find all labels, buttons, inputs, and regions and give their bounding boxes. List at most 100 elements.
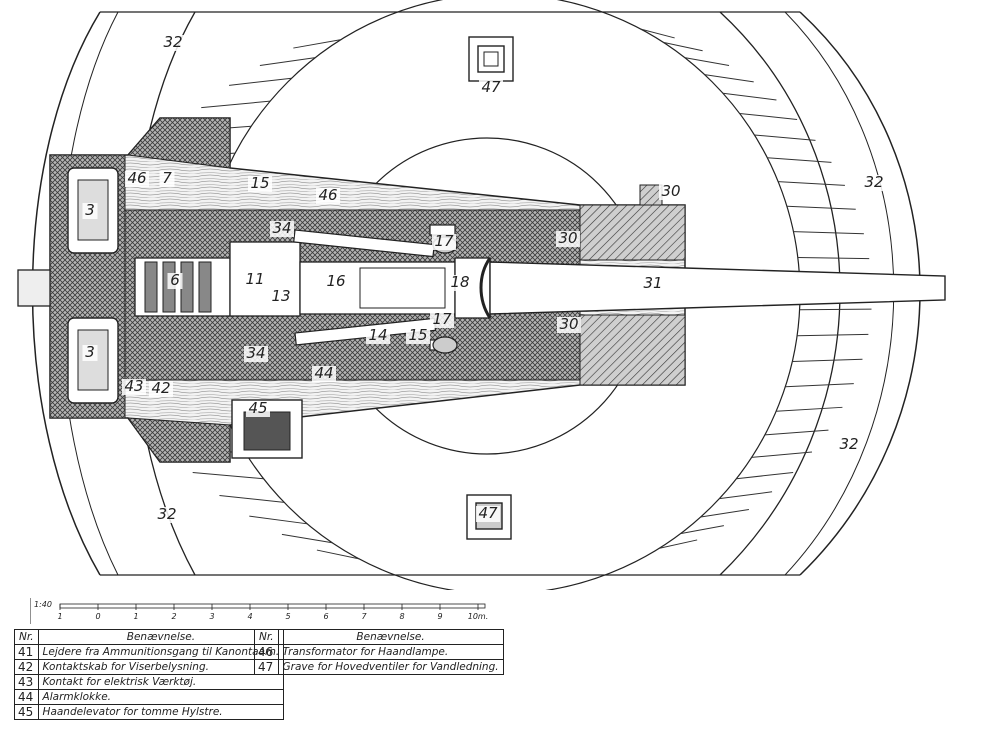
rack-divider — [754, 134, 816, 141]
legend-header-name: Benævnelse. — [37, 629, 285, 645]
rack-divider — [219, 494, 285, 503]
rack-divider — [704, 74, 754, 83]
legend-nr: 42 — [14, 659, 39, 675]
part-number-label: 15 — [250, 174, 269, 192]
scale-ratio: 1:40 — [34, 600, 52, 609]
lift-shaft-inner — [243, 411, 291, 451]
scale-tick-label: 6 — [323, 612, 328, 621]
part-label-bg — [82, 345, 98, 361]
rack-divider — [797, 333, 869, 337]
part-label-bg — [244, 346, 268, 362]
part-label-bg — [122, 379, 146, 395]
part-label-bg — [243, 272, 267, 288]
part-number-label: 6 — [170, 271, 180, 289]
part-number-label: 47 — [481, 78, 501, 96]
rack-divider — [722, 92, 777, 101]
part-number-label: 16 — [326, 272, 345, 290]
legend-text: Haandelevator for tomme Hylstre. — [37, 704, 285, 720]
scale-tick-label: 9 — [437, 612, 442, 621]
rack-divider — [658, 539, 698, 549]
scale-tick-label: 10m. — [468, 612, 489, 621]
legend-nr: 43 — [14, 674, 39, 690]
part-label-bg — [324, 274, 348, 290]
scale-tick-label: 0 — [95, 612, 100, 621]
part-number-label: 42 — [151, 379, 170, 397]
part-label-bg — [556, 231, 580, 247]
part-number-label: 15 — [408, 326, 427, 344]
legend-text: Alarmklokke. — [37, 689, 285, 705]
legend-text: Kontaktskab for Viserbelysning. — [37, 659, 285, 675]
legend-text: Kontakt for elektrisk Værktøj. — [37, 674, 285, 690]
part-number-label: 17 — [434, 232, 454, 250]
part-number-label: 47 — [478, 504, 498, 522]
part-number-label: 43 — [124, 377, 143, 395]
loading-tray — [134, 257, 231, 317]
valve-pit-top — [468, 36, 514, 82]
part-number-label: 11 — [245, 270, 264, 288]
part-label-bg — [161, 35, 185, 51]
part-number-label: 7 — [162, 169, 172, 187]
part-number-label: 3 — [85, 201, 95, 219]
part-label-bg — [641, 276, 665, 292]
cradle — [299, 261, 456, 315]
legend-nr: 41 — [14, 644, 39, 660]
legend-nr: 47 — [254, 659, 279, 675]
part-label-bg — [557, 317, 581, 333]
rack-divider — [785, 383, 854, 388]
legend-header-name: Benævnelse. — [277, 629, 504, 645]
rack-divider — [776, 406, 843, 412]
part-label-bg — [167, 273, 183, 289]
rack-divider — [316, 549, 360, 560]
part-label-bg — [246, 401, 270, 417]
recoil-mechanism — [359, 267, 446, 309]
rack-divider — [680, 525, 724, 535]
rack-divider — [640, 28, 675, 39]
rack-divider — [700, 509, 749, 518]
scale-tick-label: 5 — [285, 612, 290, 621]
part-label-bg — [269, 289, 293, 305]
part-label-bg — [862, 175, 886, 191]
part-label-bg — [82, 203, 98, 219]
rack-divider — [793, 231, 864, 235]
part-label-bg — [837, 437, 861, 453]
part-label-bg — [155, 507, 179, 523]
rack-divider — [797, 256, 870, 260]
rack-divider — [751, 451, 813, 458]
legend-text: Grave for Hovedventiler for Vandledning. — [277, 659, 504, 675]
part-label-bg — [248, 176, 272, 192]
scale-tick-label: 4 — [247, 612, 252, 621]
rack-divider — [259, 57, 316, 66]
rack-divider — [799, 308, 872, 311]
part-number-label: 34 — [272, 219, 291, 237]
part-label-bg — [430, 312, 454, 328]
rack-divider — [201, 100, 271, 109]
rack-divider — [249, 515, 308, 525]
part-label-bg — [406, 328, 430, 344]
part-number-label: 45 — [248, 399, 267, 417]
part-label-bg — [448, 275, 472, 291]
legend-header-nr: Nr. — [14, 629, 39, 645]
scale-tick-label: 7 — [361, 612, 367, 621]
rack-divider — [684, 57, 730, 66]
part-label-bg — [432, 234, 456, 250]
part-number-label: 30 — [661, 182, 680, 200]
rack-divider — [764, 429, 829, 436]
rack-divider — [719, 491, 773, 500]
part-number-label: 14 — [368, 326, 387, 344]
rack-divider — [786, 205, 856, 210]
part-label-bg — [125, 171, 149, 187]
gun-barrel — [489, 261, 946, 315]
part-number-label: 17 — [432, 310, 452, 328]
legend-nr: 46 — [254, 644, 279, 660]
part-number-label: 46 — [318, 186, 337, 204]
part-label-bg — [476, 506, 500, 522]
